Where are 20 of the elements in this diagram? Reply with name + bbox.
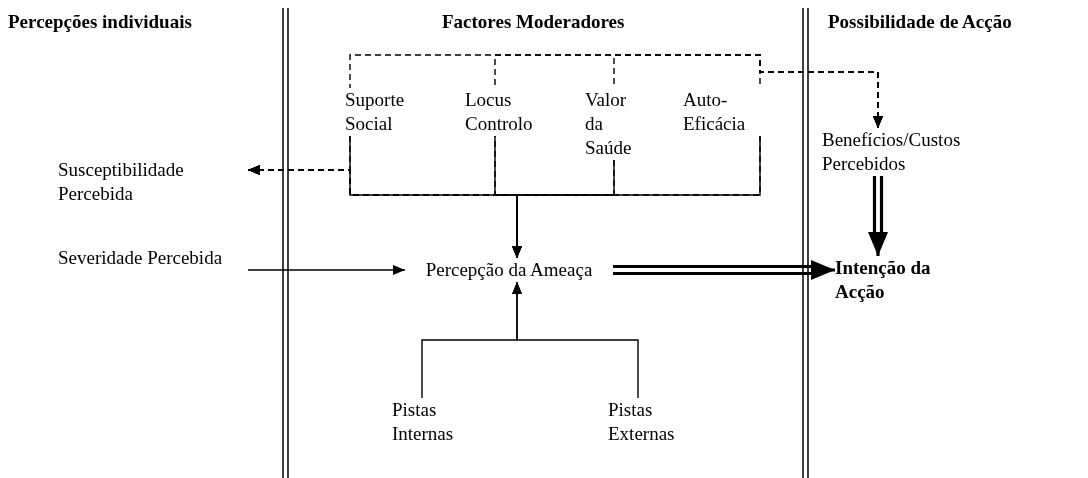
arrow xyxy=(868,174,888,258)
perception-label: Susceptibilidade Percebida xyxy=(58,158,248,206)
cue-label: Pistas Externas xyxy=(608,398,700,446)
arrow xyxy=(512,281,639,399)
column-heading: Percepções individuais xyxy=(8,10,192,34)
cue-label: Pistas Internas xyxy=(392,398,472,446)
factor-label: Locus Controlo xyxy=(465,88,557,136)
arrow xyxy=(247,265,406,275)
factor-label: Valor da Saúde xyxy=(585,88,641,160)
threat-label: Percepção da Ameaça xyxy=(405,258,613,282)
factor-label: Suporte Social xyxy=(345,88,417,136)
outcome-label: Intenção da Acção xyxy=(835,256,965,304)
column-heading: Possibilidade de Acção xyxy=(828,10,1012,34)
arrow xyxy=(759,71,883,129)
perception-label: Severidade Percebida xyxy=(58,246,248,270)
factor-label: Auto-Eficácia xyxy=(683,88,765,136)
arrow xyxy=(611,260,837,280)
column-heading: Factores Moderadores xyxy=(442,10,625,34)
perception-label: Benefícios/Custos Percebidos xyxy=(822,128,1002,176)
arrow xyxy=(512,135,761,259)
